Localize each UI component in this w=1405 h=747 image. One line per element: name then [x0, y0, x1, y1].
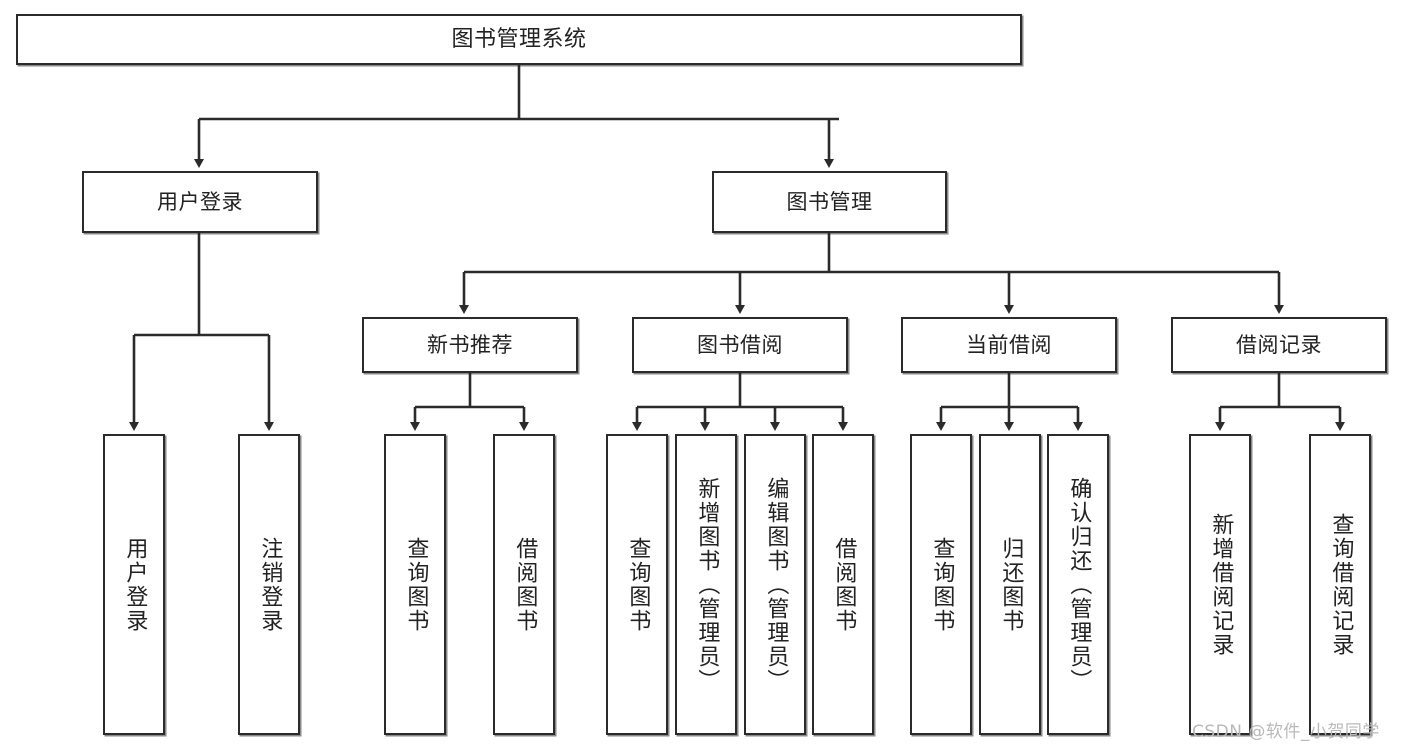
node-label: 归还图书 [998, 536, 1024, 633]
node-borrow-record[interactable]: 借阅记录 [1171, 317, 1387, 373]
node-label: 查询图书 [929, 536, 955, 633]
node-label: 新书推荐 [427, 332, 513, 357]
node-label: 借阅图书 [512, 536, 538, 633]
node-label: 编辑图书（管理员） [763, 476, 789, 693]
node-label: 借阅记录 [1236, 332, 1322, 357]
node-label: 注销登录 [257, 536, 283, 633]
node-current-borrow[interactable]: 当前借阅 [901, 317, 1117, 373]
node-new-book-recommend[interactable]: 新书推荐 [362, 317, 578, 373]
node-leaf-query-borrow-record[interactable]: 查询借阅记录 [1309, 434, 1371, 735]
node-leaf-logout[interactable]: 注销登录 [238, 434, 300, 735]
node-label: 用户登录 [157, 189, 243, 214]
node-label: 查询借阅记录 [1328, 512, 1354, 657]
node-label: 图书管理系统 [451, 26, 587, 52]
node-label: 用户登录 [122, 536, 148, 633]
node-label: 新增借阅记录 [1208, 512, 1234, 657]
node-leaf-query-book-current[interactable]: 查询图书 [910, 434, 972, 735]
node-label: 新增图书（管理员） [694, 476, 720, 693]
node-leaf-borrow-book-recommend[interactable]: 借阅图书 [493, 434, 555, 735]
node-label: 确认归还（管理员） [1066, 476, 1092, 693]
node-user-login[interactable]: 用户登录 [82, 171, 318, 233]
node-book-borrow[interactable]: 图书借阅 [632, 317, 848, 373]
node-leaf-add-borrow-record[interactable]: 新增借阅记录 [1189, 434, 1251, 735]
node-leaf-query-book-recommend[interactable]: 查询图书 [384, 434, 446, 735]
node-label: 当前借阅 [966, 332, 1052, 357]
node-label: 查询图书 [625, 536, 651, 633]
node-label: 图书借阅 [697, 332, 783, 357]
node-leaf-add-book[interactable]: 新增图书（管理员） [675, 434, 737, 735]
node-leaf-user-login[interactable]: 用户登录 [103, 434, 165, 735]
node-leaf-borrow-book[interactable]: 借阅图书 [812, 434, 874, 735]
node-root-book-management-system[interactable]: 图书管理系统 [16, 14, 1022, 65]
csdn-watermark: CSDN @软件_小贺同学 [1192, 722, 1380, 742]
node-leaf-edit-book[interactable]: 编辑图书（管理员） [744, 434, 806, 735]
node-book-manage[interactable]: 图书管理 [712, 171, 947, 233]
node-label: 图书管理 [786, 189, 873, 214]
node-label: 查询图书 [403, 536, 429, 633]
node-label: 借阅图书 [831, 536, 857, 633]
node-leaf-query-book-borrow[interactable]: 查询图书 [606, 434, 668, 735]
node-leaf-confirm-return[interactable]: 确认归还（管理员） [1047, 434, 1109, 735]
node-leaf-return-book[interactable]: 归还图书 [979, 434, 1041, 735]
